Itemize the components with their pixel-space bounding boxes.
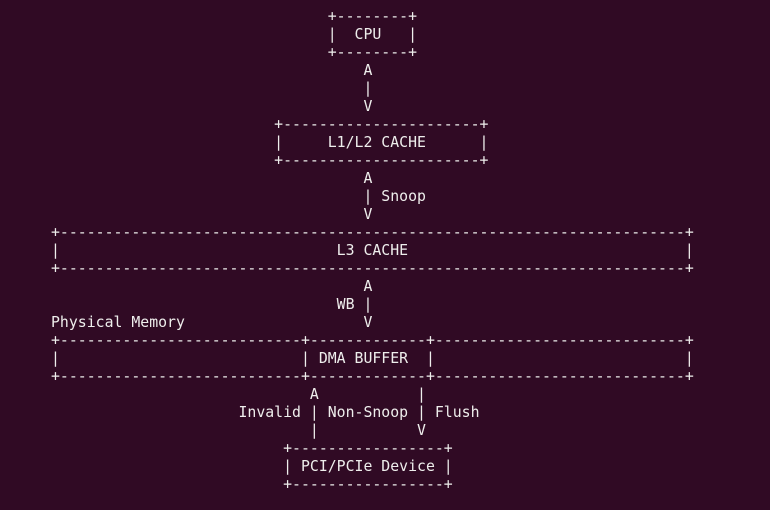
- pci-box-bottom: +-----------------+: [51, 476, 453, 493]
- memory-box-bottom: +---------------------------+-----------…: [51, 368, 694, 385]
- invalid-nonsnoop-flush-labels: Invalid | Non-Snoop | Flush: [51, 404, 480, 421]
- arrow-line: |: [51, 80, 373, 97]
- pci-box-top: +-----------------+: [51, 440, 453, 457]
- cpu-box-top: +--------+: [51, 8, 418, 25]
- l1l2-cache-box: | L1/L2 CACHE |: [51, 134, 489, 151]
- l3-box-bottom: +---------------------------------------…: [51, 260, 694, 277]
- l1l2-box-bottom: +----------------------+: [51, 152, 489, 169]
- arrows-top: A |: [51, 386, 426, 403]
- dma-buffer-row: | | DMA BUFFER | |: [51, 350, 694, 367]
- arrow-down: V: [51, 206, 373, 223]
- terminal-ascii-diagram: +--------+ | CPU | +--------+ A |: [51, 8, 694, 494]
- arrow-up: A: [51, 170, 373, 187]
- arrow-down: V: [51, 98, 373, 115]
- l1l2-box-top: +----------------------+: [51, 116, 489, 133]
- arrow-up: A: [51, 62, 373, 79]
- snoop-label: | Snoop: [51, 188, 426, 205]
- l3-box-top: +---------------------------------------…: [51, 224, 694, 241]
- arrows-bottom: | V: [51, 422, 426, 439]
- cpu-box: | CPU |: [51, 26, 418, 43]
- physical-memory-label: Physical Memory V: [51, 314, 373, 331]
- memory-box-top: +---------------------------+-----------…: [51, 332, 694, 349]
- wb-label: WB |: [51, 296, 373, 313]
- cpu-box-bottom: +--------+: [51, 44, 418, 61]
- arrow-up: A: [51, 278, 373, 295]
- l3-cache-box: | L3 CACHE |: [51, 242, 694, 259]
- pci-device-box: | PCI/PCIe Device |: [51, 458, 453, 475]
